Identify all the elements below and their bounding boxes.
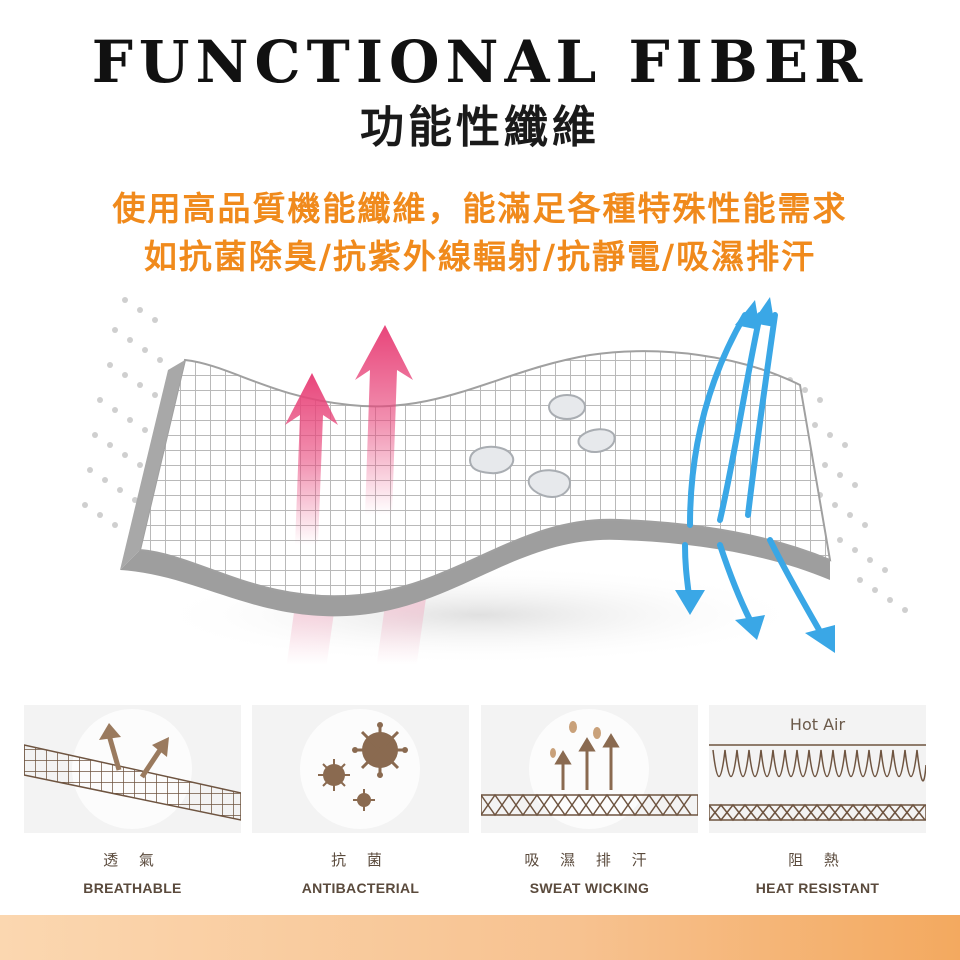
feature-label-en: HEAT RESISTANT xyxy=(755,880,880,896)
fabric-illustration xyxy=(82,297,908,665)
blue-arrow-heads xyxy=(675,297,835,653)
sweat-wicking-icon xyxy=(481,705,698,833)
page-title-en: FUNCTIONAL FIBER xyxy=(91,28,869,96)
description-line-1: 使用高品質機能纖維，能滿足各種特殊性能需求 xyxy=(112,189,848,228)
pink-arrow-1 xyxy=(285,373,338,545)
feature-label-zh: 透 氣 xyxy=(103,851,162,869)
feature-label-en: SWEAT WICKING xyxy=(529,880,650,896)
feature-label-en: ANTIBACTERIAL xyxy=(301,880,420,896)
bottom-color-band xyxy=(0,915,960,960)
feature-label-zh: 吸 濕 排 汗 xyxy=(524,851,655,869)
heat-resistant-icon: Hot Air xyxy=(709,705,926,833)
left-dots xyxy=(82,297,163,528)
breathable-mesh-icon xyxy=(24,705,241,833)
pink-arrow-2 xyxy=(355,325,413,515)
antibacterial-germ-icon xyxy=(252,705,469,833)
water-droplets xyxy=(468,394,616,499)
feature-breathable: 透 氣 BREATHABLE xyxy=(24,705,241,896)
feature-label-zh: 抗 菌 xyxy=(331,851,390,869)
feature-label-zh: 阻 熱 xyxy=(788,851,847,869)
feature-sweat-wicking: 吸 濕 排 汗 SWEAT WICKING xyxy=(481,705,698,896)
page-title-zh: 功能性纖維 xyxy=(360,102,600,153)
feature-antibacterial: 抗 菌 ANTIBACTERIAL xyxy=(252,705,469,896)
hot-air-label: Hot Air xyxy=(789,715,846,734)
feature-heat-resistant: Hot Air 阻 熱 HEAT RESISTANT xyxy=(709,705,926,896)
blue-arrows xyxy=(682,312,825,638)
feature-label-en: BREATHABLE xyxy=(83,880,182,896)
description-line-2: 如抗菌除臭/抗紫外線輻射/抗靜電/吸濕排汗 xyxy=(143,237,817,276)
